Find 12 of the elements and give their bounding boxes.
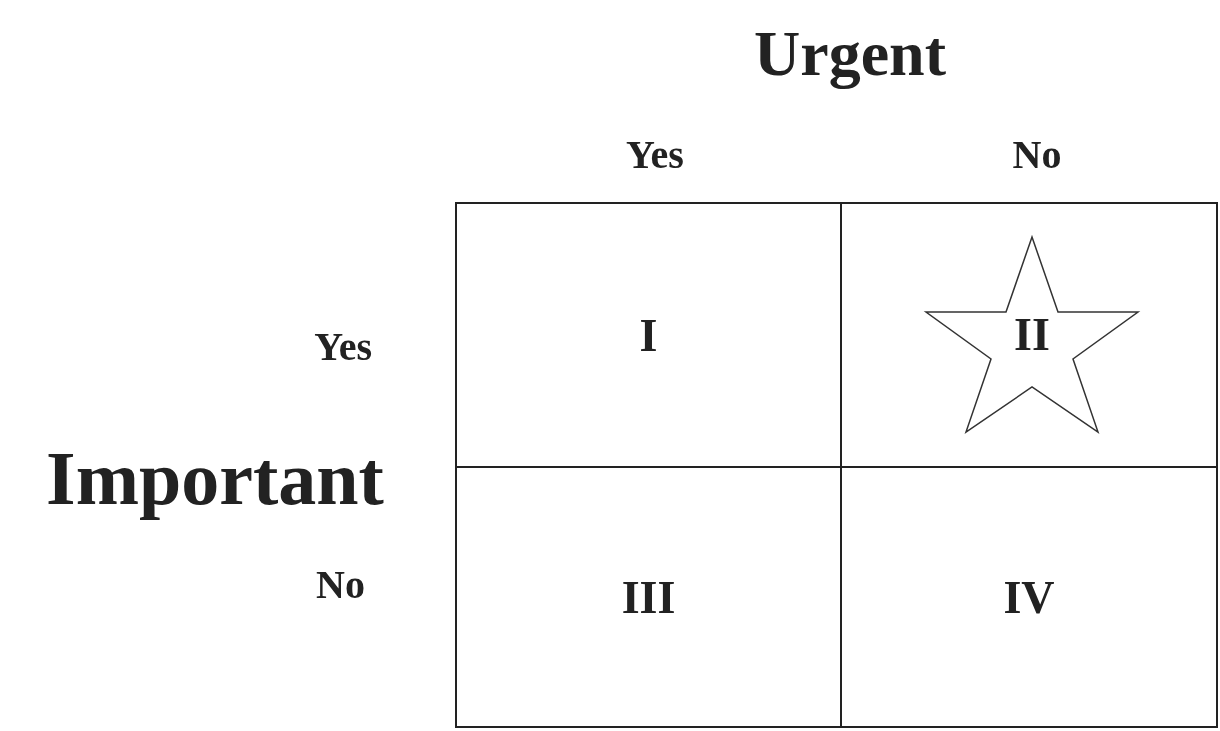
quadrant-numeral: I bbox=[639, 308, 658, 362]
quadrant-cell bbox=[455, 202, 842, 468]
quadrant-cell bbox=[455, 466, 842, 728]
quadrant-cell bbox=[840, 202, 1218, 468]
quadrant-cell bbox=[840, 466, 1218, 728]
quadrant-numeral: II bbox=[1014, 307, 1050, 361]
row-label: Yes bbox=[314, 327, 372, 367]
quadrant-numeral: IV bbox=[1003, 570, 1055, 624]
column-label: No bbox=[1012, 135, 1062, 175]
row-label: No bbox=[316, 565, 365, 605]
column-label: Yes bbox=[626, 135, 684, 175]
quadrant-numeral: III bbox=[621, 570, 676, 624]
